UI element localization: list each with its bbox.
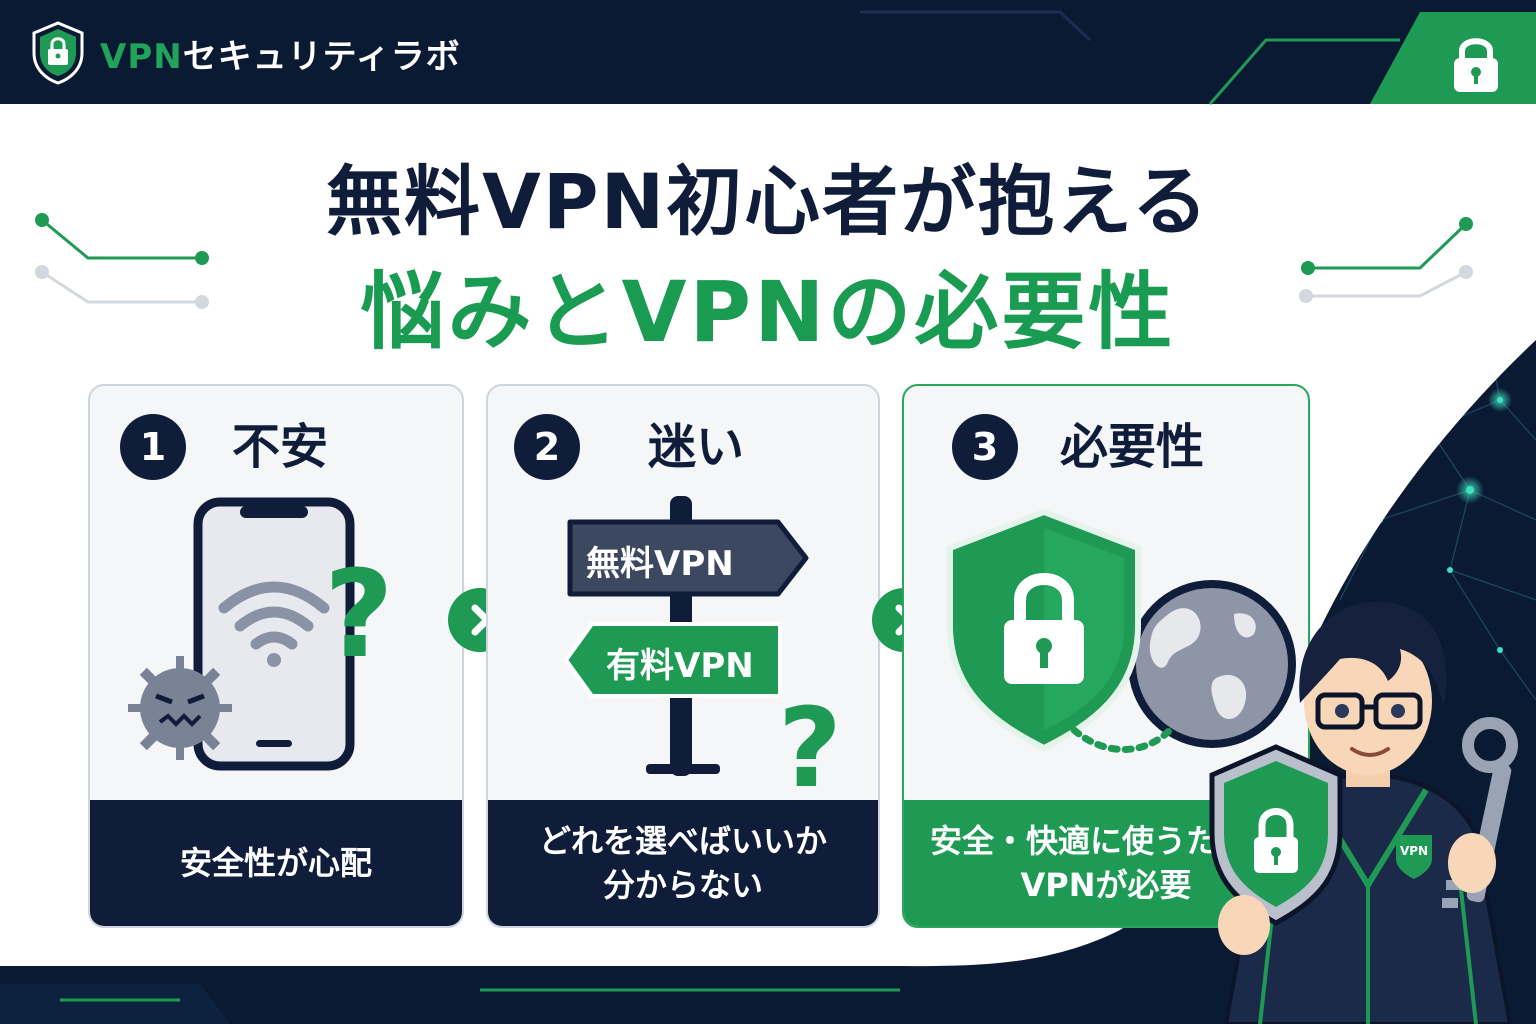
card-confusion: 2 迷い ? 無料VPN 有料VPN どれを選べばいいか 分からない	[486, 384, 880, 928]
card-header: 1 不安	[90, 406, 462, 486]
step-number: 3	[952, 414, 1018, 480]
page-title-line2: 悩みとVPNの必要性	[360, 263, 1176, 361]
mascot-character: VPN	[1209, 601, 1518, 1024]
card-caption-line: どれを選べばいいか	[538, 822, 827, 860]
shield-globe-icon	[947, 508, 1296, 753]
svg-text:?: ?	[324, 546, 394, 685]
card-title: 必要性	[1060, 419, 1205, 475]
card-title: 不安	[232, 419, 329, 475]
card-caption: 安全性が心配	[90, 800, 462, 926]
signpost-icon: ?	[564, 496, 842, 806]
jacket-logo-text: VPN	[1400, 844, 1428, 858]
card-header: 3 必要性	[904, 406, 1308, 486]
card-anxiety: 1 不安 ?	[88, 384, 464, 928]
shield-lock-icon	[32, 21, 84, 85]
page-title-line1: 無料VPN初心者が抱える	[326, 157, 1210, 246]
step-number: 2	[514, 414, 580, 480]
card-caption-line: 安全性が心配	[179, 844, 372, 882]
brand-rest-text: セキュリティラボ	[182, 36, 461, 77]
brand-logo[interactable]: VPNセキュリティラボ	[30, 20, 461, 86]
card-title: 迷い	[648, 419, 745, 475]
brand-name: VPNセキュリティラボ	[100, 29, 461, 78]
card-caption: どれを選べばいいか 分からない	[488, 800, 878, 926]
card-header: 2 迷い	[488, 406, 878, 486]
phone-wifi-virus-icon: ?	[128, 497, 394, 771]
card-caption-line: 分からない	[602, 866, 763, 904]
card-caption-line: VPNが必要	[1020, 866, 1192, 904]
brand-vpn-text: VPN	[100, 36, 183, 77]
lock-icon	[1454, 38, 1498, 92]
sign-free-vpn: 無料VPN	[586, 544, 734, 584]
step-number: 1	[120, 414, 186, 480]
sign-paid-vpn: 有料VPN	[606, 646, 754, 686]
svg-text:?: ?	[778, 684, 842, 806]
